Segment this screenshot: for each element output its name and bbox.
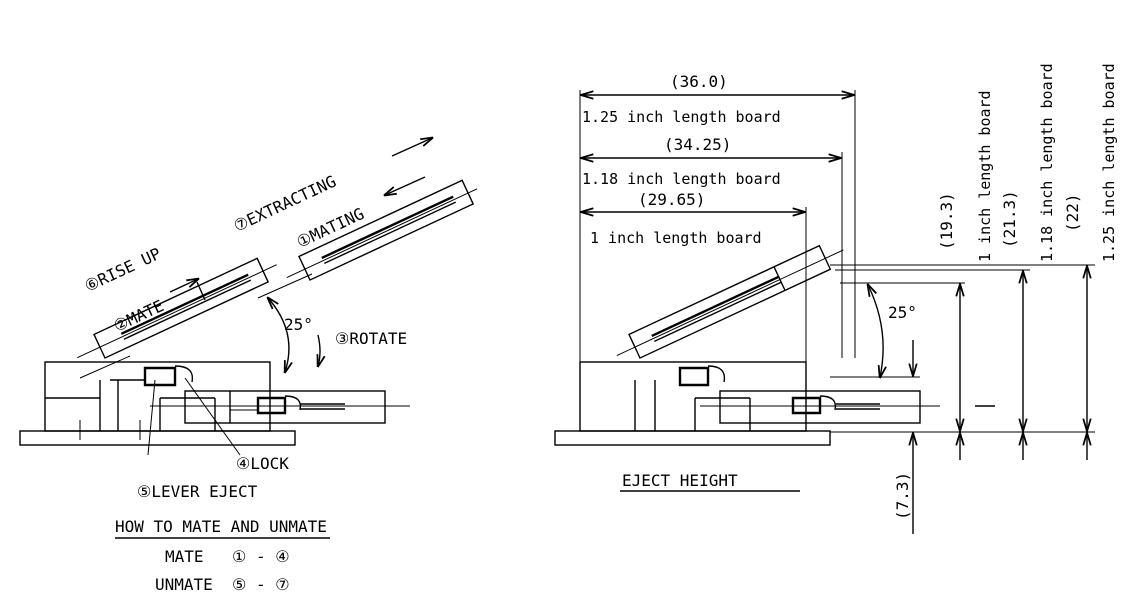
dim-34-label: 1.18 inch length board xyxy=(582,170,781,188)
left-angle-arc xyxy=(268,298,289,372)
step-lever-eject-label: ⑤LEVER EJECT xyxy=(137,482,258,501)
step-lock-label: ④LOCK xyxy=(236,454,289,473)
lock-leader xyxy=(184,377,241,456)
dim-22-value: (22) xyxy=(1063,193,1082,232)
unmate-label: UNMATE xyxy=(155,575,213,594)
right-rotated-module xyxy=(616,244,844,359)
step-rise-up-label: ⑥RISE UP xyxy=(82,244,164,296)
lever-eject-leader xyxy=(147,379,156,456)
left-base-pcb xyxy=(19,430,296,446)
dim-21-value: (21.3) xyxy=(1000,190,1019,248)
right-angle-arc xyxy=(868,285,883,377)
step-mating-label: ①MATING xyxy=(294,204,367,252)
right-angle-label: 25° xyxy=(888,303,917,322)
mate-arrow xyxy=(169,279,198,293)
right-base-pcb xyxy=(554,430,831,446)
dim-19-value: (19.3) xyxy=(937,192,956,250)
rotate-arrow xyxy=(318,334,320,366)
dim-22-label: 1.25 inch length board xyxy=(1100,63,1118,262)
dim-29-label: 1 inch length board xyxy=(590,229,762,247)
left-angle-label: 25° xyxy=(284,315,313,334)
extracting-arrow xyxy=(391,138,432,157)
dim-7-value: (7.3) xyxy=(893,472,912,520)
step-rotate-label: ③ROTATE xyxy=(335,329,407,348)
how-to-caption: HOW TO MATE AND UNMATE xyxy=(115,517,327,536)
dim-21-label: 1.18 inch length board xyxy=(1038,63,1056,262)
lead-line xyxy=(79,355,131,379)
mate-range: ① - ④ xyxy=(232,547,290,566)
left-rotated-module xyxy=(77,257,277,359)
dim-19-label: 1 inch length board xyxy=(976,90,994,262)
dim-29-value: (29.65) xyxy=(638,190,705,209)
left-locked-module xyxy=(150,390,410,424)
step-mate-label: ②MATE xyxy=(111,296,167,336)
center-line xyxy=(257,273,313,299)
dim-34-value: (34.25) xyxy=(664,135,731,154)
eject-height-caption: EJECT HEIGHT xyxy=(622,471,738,490)
mate-label: MATE xyxy=(165,547,204,566)
right-view: (36.0) 1.25 inch length board (34.25) 1.… xyxy=(554,63,1118,534)
right-connector-body xyxy=(579,361,807,432)
left-connector-body xyxy=(44,361,271,440)
left-view: ①MATING ⑦EXTRACTING ⑥RISE UP ②MATE 25° ③… xyxy=(19,138,478,594)
unmate-range: ⑤ - ⑦ xyxy=(232,575,290,594)
right-locked-module xyxy=(700,390,995,424)
mating-arrow xyxy=(385,176,426,195)
left-separated-module xyxy=(286,179,478,281)
dim-36-value: (36.0) xyxy=(670,72,728,91)
dim-36-label: 1.25 inch length board xyxy=(582,108,781,126)
